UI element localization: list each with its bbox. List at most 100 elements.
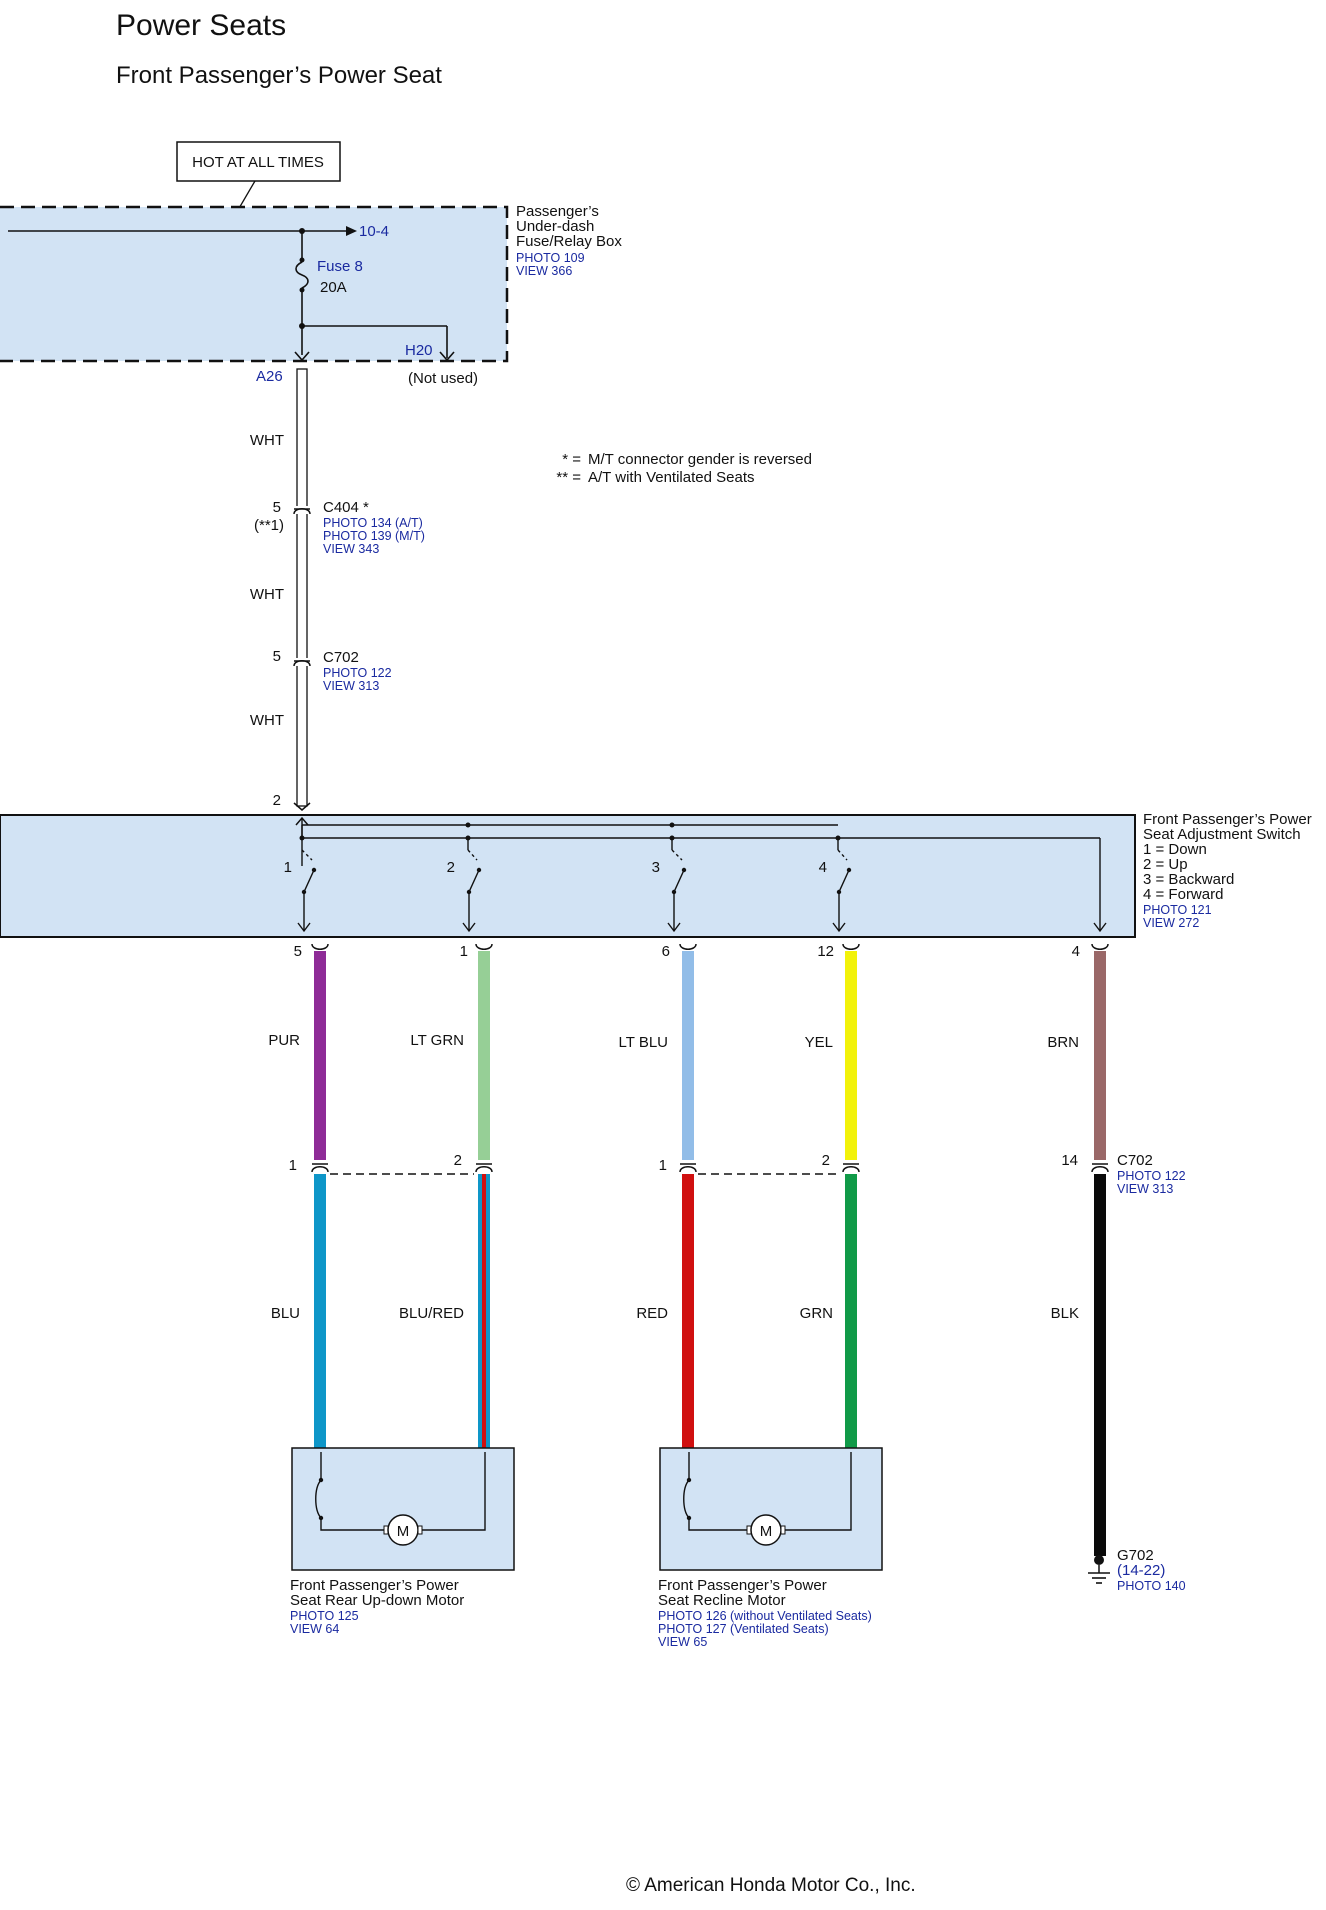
wire-5-bottom-segment (1094, 1174, 1106, 1556)
wire-5-harness-connector (1091, 1166, 1109, 1173)
wire-color-wht-3: WHT (250, 712, 284, 729)
connector-c404 (293, 506, 311, 515)
legend-text-2: A/T with Ventilated Seats (588, 469, 755, 486)
wire-4-harness-connector (842, 1166, 860, 1173)
wire-3-switch-connector (679, 943, 697, 950)
wire-1 (311, 943, 329, 1448)
supply-wire: WHT WHT WHT 5 (**1) C404 * PHOTO 134 (A/… (250, 368, 425, 811)
wire-4-top-segment (845, 951, 857, 1160)
wire-3-bottom-label: RED (636, 1305, 668, 1322)
wire-5-bottom-pin: 14 (1061, 1152, 1078, 1169)
wire-5-bottom-label: BLK (1051, 1305, 1079, 1322)
wire-2 (475, 943, 493, 1448)
wire-color-wht-1: WHT (250, 432, 284, 449)
wire-4-bottom-pin: 2 (822, 1152, 830, 1169)
wire-1-bottom-pin: 1 (289, 1157, 297, 1174)
wire-2-bottom-label: BLU/RED (399, 1305, 464, 1322)
c702-lower-ref-2: VIEW 313 (1117, 1182, 1173, 1196)
page-title: Power Seats (116, 9, 286, 42)
wire-2-bottom-pin: 2 (454, 1152, 462, 1169)
wire-3-harness-connector (679, 1166, 697, 1173)
wire-5-top-segment (1094, 951, 1106, 1160)
wire-2-switch-connector (475, 943, 493, 950)
c702-upper-name: C702 (323, 649, 359, 666)
wire-1-harness-connector (311, 1166, 329, 1173)
switch-contact-2-label: 2 (447, 859, 455, 876)
wire-2-top-label: LT GRN (410, 1032, 464, 1049)
wire-5-top-pin: 4 (1072, 943, 1080, 960)
motor-2-ref-1: PHOTO 126 (without Ventilated Seats) (658, 1609, 872, 1623)
switch-position-1: 1 = Down (1143, 841, 1207, 858)
legend-symbol-1: * = (562, 451, 581, 468)
fuse-box-name-1: Passenger’s (516, 203, 599, 220)
terminal-a26: A26 (256, 368, 283, 385)
ground-g702: G702 (14-22) PHOTO 140 (1088, 1547, 1186, 1593)
fuse-rating: 20A (320, 279, 347, 296)
wire-labels: 5 1 6 12 4 PUR LT GRN LT BLU YEL BRN 1 2… (268, 943, 1080, 1322)
fuse-box-label: Passenger’s Under-dash Fuse/Relay Box PH… (516, 203, 622, 278)
switch-ref-1: PHOTO 121 (1143, 903, 1212, 917)
ground-ref-1: PHOTO 140 (1117, 1579, 1186, 1593)
wire-4-switch-connector (842, 943, 860, 950)
switch-contact-4-label: 4 (819, 859, 827, 876)
c702-upper-pin: 5 (273, 648, 281, 665)
c404-name: C404 * (323, 499, 369, 516)
switch-contact-3-label: 3 (652, 859, 660, 876)
fuse-icon (299, 257, 305, 263)
fuse-box-name-3: Fuse/Relay Box (516, 233, 622, 250)
wire-1-top-segment (314, 951, 326, 1160)
switch-name-1: Front Passenger’s Power (1143, 811, 1312, 828)
fuse-relay-box: 10-4 Fuse 8 20A H20 (Not used) A26 (0, 205, 509, 387)
wire-4-top-pin: 12 (817, 943, 834, 960)
connector-c702-upper (293, 658, 311, 667)
wire-3-bottom-segment (682, 1174, 694, 1448)
c404-ref-1: PHOTO 134 (A/T) (323, 516, 423, 530)
rear-up-down-motor: M Front Passenger’s Power Seat Rear Up-d… (290, 1447, 515, 1636)
switch-contact-2 (462, 822, 482, 933)
wire-4-top-label: YEL (805, 1034, 833, 1051)
wire-3-top-segment (682, 951, 694, 1160)
c404-pin-note: (**1) (254, 517, 284, 534)
switch-contact-1-label: 1 (284, 859, 292, 876)
wire-2-top-segment (478, 951, 490, 1160)
fuse-box-ref-2: VIEW 366 (516, 264, 572, 278)
motor-1-ref-1: PHOTO 125 (290, 1609, 359, 1623)
legend-symbol-2: ** = (556, 469, 581, 486)
wire-3-bottom-pin: 1 (659, 1157, 667, 1174)
motor-2-ref-2: PHOTO 127 (Ventilated Seats) (658, 1622, 829, 1636)
wire-4-bottom-segment (845, 1174, 857, 1448)
c702-upper-ref-2: VIEW 313 (323, 679, 379, 693)
c404-ref-2: PHOTO 139 (M/T) (323, 529, 425, 543)
not-used-note: (Not used) (408, 370, 478, 387)
wire-5 (1091, 943, 1109, 1556)
switch-position-4: 4 = Forward (1143, 886, 1223, 903)
motor-2-symbol: M (760, 1523, 773, 1540)
wire-1-switch-connector (311, 943, 329, 950)
wire-5-switch-connector (1091, 943, 1109, 950)
c702-upper-ref-1: PHOTO 122 (323, 666, 392, 680)
wire-1-bottom-segment (314, 1174, 326, 1448)
switch-ref-2: VIEW 272 (1143, 916, 1199, 930)
hot-label: HOT AT ALL TIMES (192, 154, 324, 171)
page-subtitle: Front Passenger’s Power Seat (116, 62, 442, 89)
wire-4 (842, 943, 860, 1448)
fuse-box-name-2: Under-dash (516, 218, 594, 235)
legend: * = M/T connector gender is reversed ** … (556, 451, 812, 486)
connector-c702-lower-label: C702 PHOTO 122 VIEW 313 (1117, 1152, 1186, 1196)
wire-1-top-pin: 5 (294, 943, 302, 960)
motor-2-name-1: Front Passenger’s Power (658, 1577, 827, 1594)
recline-motor: M Front Passenger’s Power Seat Recline M… (658, 1447, 883, 1649)
c702-lower-name: C702 (1117, 1152, 1153, 1169)
wire-3-top-label: LT BLU (619, 1034, 668, 1051)
wire-2-stripe (482, 1174, 486, 1448)
copyright: © American Honda Motor Co., Inc. (626, 1875, 916, 1896)
wire-4-bottom-label: GRN (800, 1305, 833, 1322)
switch-position-3: 3 = Backward (1143, 871, 1234, 888)
harness-wires (311, 943, 1109, 1556)
motor-1-name-2: Seat Rear Up-down Motor (290, 1592, 464, 1609)
c404-ref-3: VIEW 343 (323, 542, 379, 556)
switch-contact-4 (832, 835, 852, 933)
motor-1-ref-2: VIEW 64 (290, 1622, 339, 1636)
c404-pin: 5 (273, 499, 281, 516)
